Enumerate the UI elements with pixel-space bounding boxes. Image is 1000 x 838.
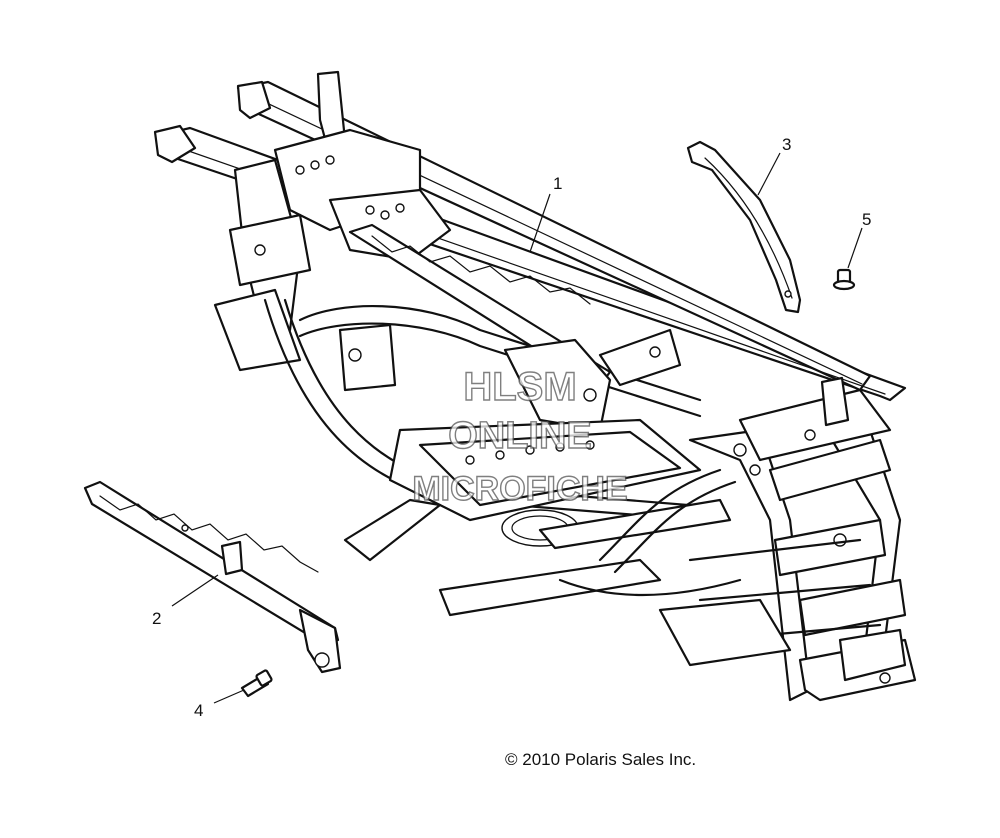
watermark-line-2: ONLINE (448, 415, 592, 457)
watermark-line-1: HLSM (463, 365, 576, 409)
leader-lines (171, 152, 863, 704)
callout-2: 2 (152, 609, 161, 628)
callout-1: 1 (553, 174, 562, 193)
callout-4: 4 (194, 701, 203, 720)
part-1-main-frame (153, 70, 917, 702)
watermark-line-3: MICROFICHE (412, 470, 627, 508)
callout-3: 3 (782, 135, 791, 154)
watermark: HLSM ONLINE MICROFICHE (412, 364, 629, 508)
copyright-notice: © 2010 Polaris Sales Inc. (505, 750, 697, 769)
part-3-bracket-arm (686, 140, 802, 314)
part-5-fastener (832, 268, 856, 291)
part-4-bolt (240, 669, 273, 698)
callout-5: 5 (862, 210, 871, 229)
part-2-front-brace (83, 480, 342, 674)
